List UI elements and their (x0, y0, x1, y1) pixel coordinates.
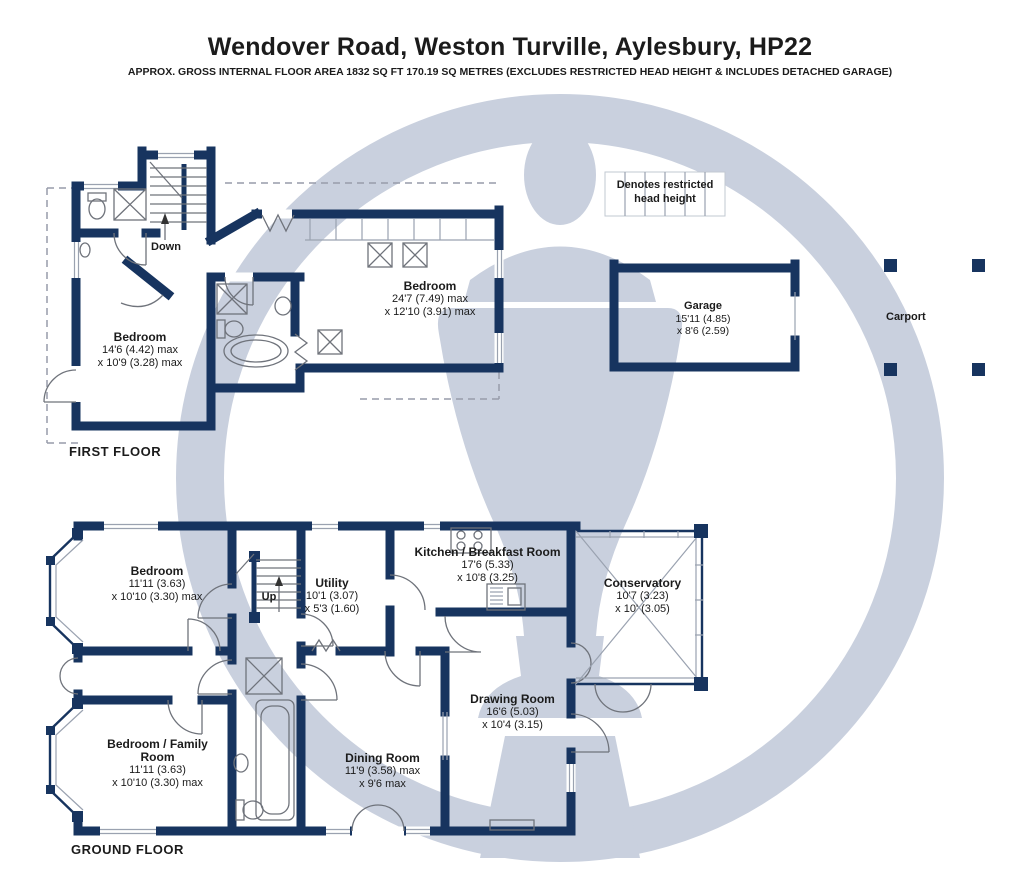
room-label-dining: Dining Room 11'9 (3.58) max x 9'6 max (344, 751, 421, 791)
ground-floor-bathroom-fixtures (233, 657, 295, 821)
watermark-logo (176, 94, 944, 862)
room-label-bedroom-family: Bedroom / Family Room 11'11 (3.63) x 10'… (107, 737, 208, 790)
stairs-up-label: Up (261, 591, 277, 603)
first-floor-stairs (149, 161, 207, 240)
room-label-ff-bedroom-2: Bedroom 24'7 (7.49) max x 12'10 (3.91) m… (384, 279, 476, 319)
ground-floor-caption: GROUND FLOOR (71, 842, 184, 857)
ground-floor-plan (46, 521, 708, 836)
ground-floor-doors (59, 574, 610, 832)
first-floor-caption: FIRST FLOOR (69, 444, 162, 459)
first-floor-windows (71, 150, 504, 402)
first-floor-plan (43, 146, 504, 444)
first-floor-fixtures (79, 188, 494, 368)
carport-posts (884, 259, 985, 376)
legend-hatch-box (604, 171, 726, 217)
restricted-head-height-legend: Denotes restricted head height (616, 179, 714, 205)
page-subtitle: APPROX. GROSS INTERNAL FLOOR AREA 1832 S… (127, 66, 893, 78)
stairs-down-arrow-icon (161, 213, 169, 224)
hearth (489, 819, 535, 831)
room-label-garage: Garage 15'11 (4.85) x 8'6 (2.59) (675, 300, 731, 337)
stairs-up-arrow-icon (275, 576, 283, 586)
restricted-head-height-dashes (46, 182, 500, 444)
room-label-utility: Utility 10'1 (3.07) x 5'3 (1.60) (304, 576, 360, 616)
room-label-carport: Carport (886, 311, 926, 323)
ground-floor-stairs (235, 551, 301, 623)
room-label-drawing: Drawing Room 16'6 (5.03) x 10'4 (3.15) (470, 692, 555, 732)
conservatory-structure (575, 524, 708, 713)
garage-plan (609, 259, 800, 372)
room-label-ff-bedroom-1: Bedroom 14'6 (4.42) max x 10'9 (3.28) ma… (97, 330, 183, 370)
ground-floor-windows (100, 521, 576, 836)
kitchen-fixtures (450, 527, 526, 611)
stairs-down-label: Down (151, 241, 181, 253)
room-label-kitchen-breakfast: Kitchen / Breakfast Room 17'6 (5.33) x 1… (414, 545, 561, 585)
room-label-gf-bedroom: Bedroom 11'11 (3.63) x 10'10 (3.30) max (111, 564, 203, 604)
first-floor-doors (43, 213, 309, 403)
page-title: Wendover Road, Weston Turville, Aylesbur… (207, 33, 813, 61)
room-label-conservatory: Conservatory 10'7 (3.23) x 10' (3.05) (603, 576, 682, 616)
